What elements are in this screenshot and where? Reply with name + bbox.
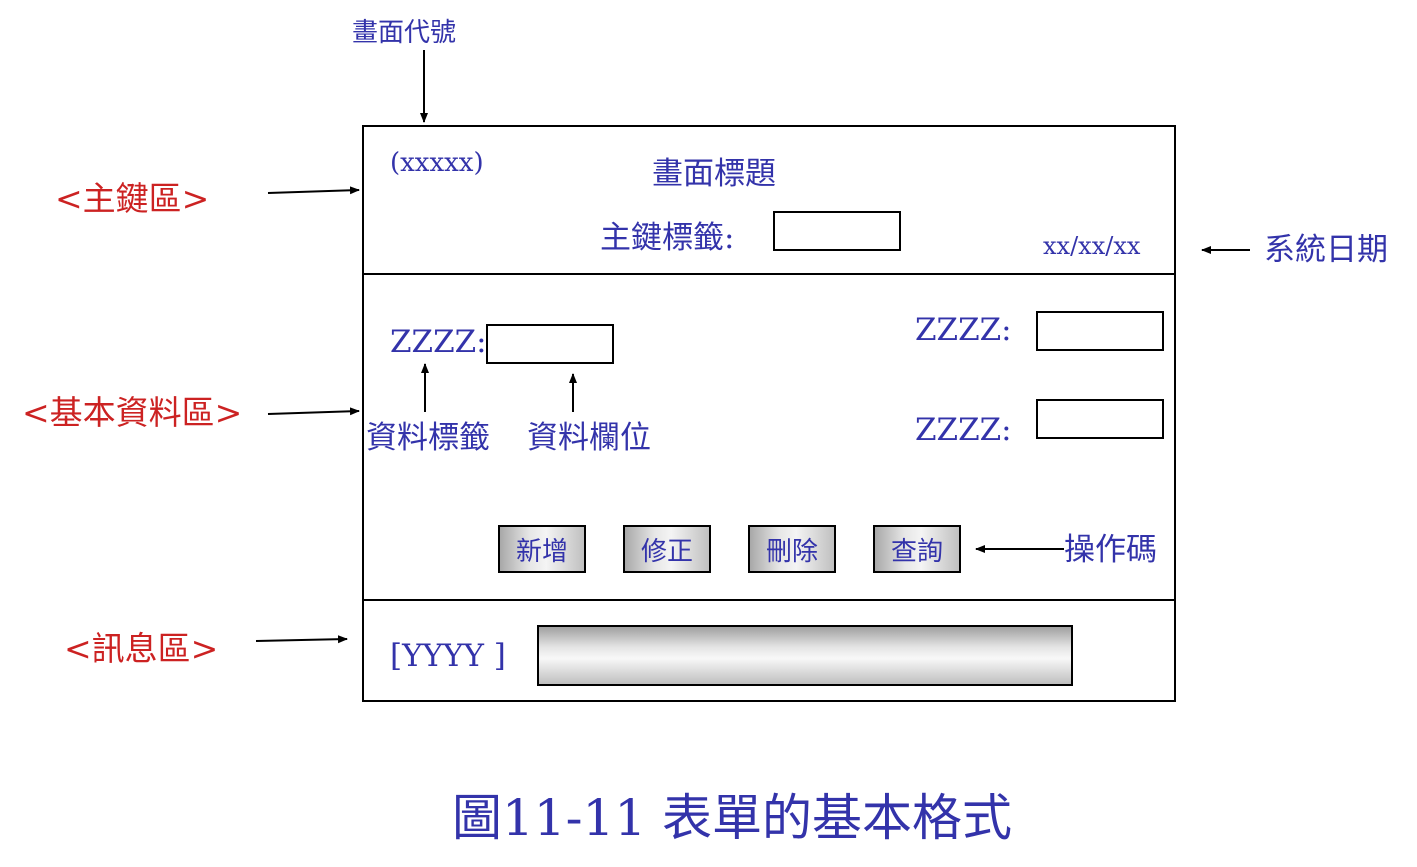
data-label-annotation: 資料標籤	[366, 420, 490, 456]
operation-code-annotation: 操作碼	[1064, 532, 1157, 568]
field-label-right-1: ZZZZ:	[915, 312, 1012, 348]
message-code: [YYYY ]	[390, 638, 506, 674]
form-frame	[362, 125, 1176, 702]
delete-button[interactable]: 刪除	[748, 525, 836, 573]
system-date-value: xx/xx/xx	[1043, 232, 1141, 260]
query-button[interactable]: 查詢	[873, 525, 961, 573]
message-bar	[537, 625, 1073, 686]
basic-data-area-arrow	[267, 407, 360, 416]
primary-key-area-arrow	[267, 186, 360, 195]
data-field-annotation: 資料欄位	[527, 420, 651, 456]
add-button[interactable]: 新增	[498, 525, 586, 573]
header-divider	[362, 273, 1174, 275]
data-field-right-1[interactable]	[1036, 311, 1164, 351]
message-divider	[362, 599, 1174, 601]
primary-key-area-label: <主鍵區>	[55, 179, 210, 218]
message-area-label: <訊息區>	[64, 629, 219, 668]
modify-button[interactable]: 修正	[623, 525, 711, 573]
field-label-left: ZZZZ:	[390, 324, 487, 360]
figure-caption: 圖11-11 表單的基本格式	[452, 789, 1013, 847]
basic-data-area-label: <基本資料區>	[22, 393, 243, 432]
field-label-right-2: ZZZZ:	[915, 412, 1012, 448]
data-field-left[interactable]	[486, 324, 614, 364]
screen-code-annotation: 畫面代號	[352, 18, 457, 48]
key-label: 主鍵標籤:	[600, 220, 735, 256]
screen-title: 畫面標題	[652, 156, 776, 192]
data-field-right-2[interactable]	[1036, 399, 1164, 439]
message-area-arrow	[255, 635, 348, 644]
key-field[interactable]	[773, 211, 901, 251]
screen-code-value: (xxxxx)	[390, 148, 484, 178]
system-date-annotation: 系統日期	[1264, 232, 1388, 268]
